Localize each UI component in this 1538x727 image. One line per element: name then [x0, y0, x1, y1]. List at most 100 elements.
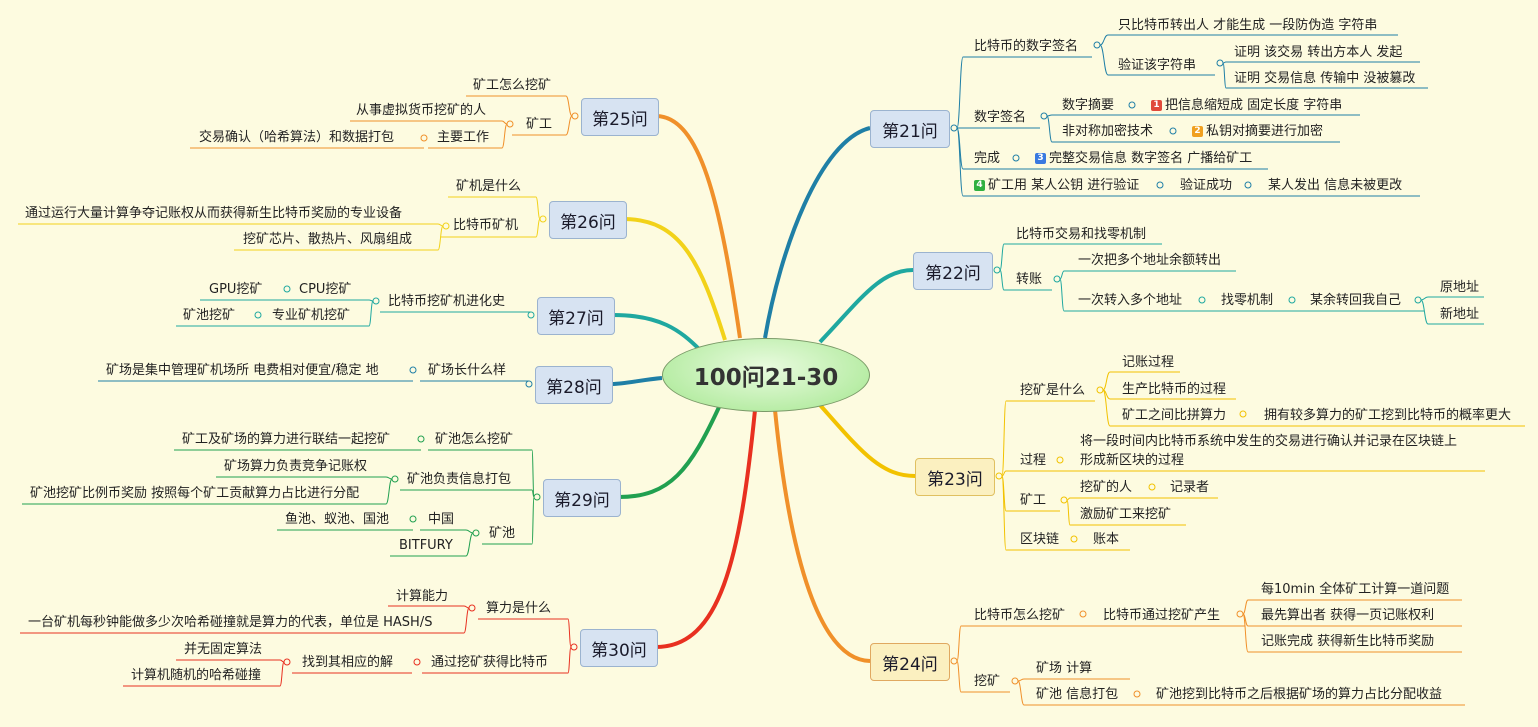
q23-b[interactable]: 过程	[1020, 453, 1047, 468]
collapse-toggle-icon[interactable]	[1056, 456, 1064, 464]
q21-verify[interactable]: 矿工用 某人公钥 进行验证	[988, 178, 1140, 193]
q30-b1[interactable]: 找到其相应的解	[302, 655, 394, 670]
q25-a[interactable]: 矿工怎么挖矿	[473, 78, 552, 93]
collapse-toggle-icon[interactable]	[571, 112, 579, 120]
collapse-toggle-icon[interactable]	[413, 658, 421, 666]
q30-b1a[interactable]: 并无固定算法	[184, 642, 263, 657]
collapse-toggle-icon[interactable]	[1079, 610, 1087, 618]
q21-verify-res[interactable]: 某人发出 信息未被更改	[1268, 178, 1403, 193]
collapse-toggle-icon[interactable]	[533, 493, 541, 501]
q24-b[interactable]: 挖矿	[974, 674, 1001, 689]
q23-c2[interactable]: 激励矿工来挖矿	[1080, 507, 1172, 522]
collapse-toggle-icon[interactable]	[1169, 127, 1177, 135]
collapse-toggle-icon[interactable]	[1053, 275, 1061, 283]
collapse-toggle-icon[interactable]	[409, 366, 417, 374]
topic-q27[interactable]: 第27问	[537, 297, 615, 335]
collapse-toggle-icon[interactable]	[570, 643, 578, 651]
q23-a1[interactable]: 记账过程	[1122, 355, 1175, 370]
collapse-toggle-icon[interactable]	[1011, 677, 1019, 685]
q22-b2a[interactable]: 找零机制	[1221, 293, 1274, 308]
q21-sig-title[interactable]: 比特币的数字签名	[974, 39, 1079, 54]
q22-a[interactable]: 比特币交易和找零机制	[1016, 227, 1147, 242]
collapse-toggle-icon[interactable]	[1236, 610, 1244, 618]
q30-a[interactable]: 算力是什么	[486, 601, 552, 616]
topic-q24[interactable]: 第24问	[870, 643, 950, 681]
q24-a1b[interactable]: 最先算出者 获得一页记账权利	[1261, 608, 1435, 623]
q23-d[interactable]: 区块链	[1020, 532, 1060, 547]
topic-q23[interactable]: 第23问	[915, 458, 995, 496]
q23-c[interactable]: 矿工	[1020, 493, 1047, 508]
q28-a1[interactable]: 矿场是集中管理矿机场所 电费相对便宜/稳定 地	[106, 363, 379, 378]
q27-a2a[interactable]: 矿池挖矿	[183, 308, 236, 323]
q30-a1[interactable]: 计算能力	[396, 589, 449, 604]
topic-q22[interactable]: 第22问	[913, 252, 993, 290]
q23-a[interactable]: 挖矿是什么	[1020, 383, 1086, 398]
q29-b2[interactable]: 矿池挖矿比例币奖励 按照每个矿工贡献算力占比进行分配	[30, 486, 360, 501]
q24-b2[interactable]: 矿池 信息打包	[1036, 687, 1119, 702]
q21-ds-b1[interactable]: 私钥对摘要进行加密	[1206, 124, 1324, 139]
collapse-toggle-icon[interactable]	[950, 124, 958, 132]
q21-sig-a[interactable]: 只比特币转出人 才能生成 一段防伪造 字符串	[1118, 18, 1378, 33]
q21-ds-a1[interactable]: 把信息缩短成 固定长度 字符串	[1165, 98, 1343, 113]
collapse-toggle-icon[interactable]	[993, 266, 1001, 274]
collapse-toggle-icon[interactable]	[1133, 690, 1141, 698]
q23-a3a[interactable]: 拥有较多算力的矿工挖到比特币的概率更大	[1264, 408, 1512, 423]
q29-c1a[interactable]: 鱼池、蚁池、国池	[285, 512, 390, 527]
q24-a1c[interactable]: 记账完成 获得新生比特币奖励	[1261, 634, 1435, 649]
q23-c1a[interactable]: 记录者	[1170, 480, 1210, 495]
collapse-toggle-icon[interactable]	[1070, 535, 1078, 543]
q23-d1[interactable]: 账本	[1093, 532, 1120, 547]
topic-q26[interactable]: 第26问	[549, 201, 627, 239]
q30-b1b[interactable]: 计算机随机的哈希碰撞	[131, 668, 262, 683]
q21-sig-b1[interactable]: 证明 该交易 转出方本人 发起	[1234, 45, 1403, 60]
topic-q28[interactable]: 第28问	[535, 366, 613, 404]
collapse-toggle-icon[interactable]	[391, 475, 399, 483]
collapse-toggle-icon[interactable]	[1239, 410, 1247, 418]
collapse-toggle-icon[interactable]	[1040, 112, 1048, 120]
topic-q25[interactable]: 第25问	[581, 98, 659, 136]
q29-b1[interactable]: 矿场算力负责竞争记账权	[224, 459, 368, 474]
collapse-toggle-icon[interactable]	[506, 120, 514, 128]
collapse-toggle-icon[interactable]	[995, 472, 1003, 480]
collapse-toggle-icon[interactable]	[1093, 41, 1101, 49]
q22-b2b[interactable]: 某余转回我自己	[1310, 293, 1402, 308]
collapse-toggle-icon[interactable]	[468, 604, 476, 612]
q22-b2c[interactable]: 原地址	[1440, 280, 1480, 295]
collapse-toggle-icon[interactable]	[1096, 386, 1104, 394]
q21-done[interactable]: 完成	[974, 151, 1001, 166]
q29-c2[interactable]: BITFURY	[399, 538, 453, 553]
collapse-toggle-icon[interactable]	[1148, 483, 1156, 491]
q26-b[interactable]: 比特币矿机	[453, 218, 519, 233]
collapse-toggle-icon[interactable]	[372, 297, 380, 305]
q21-ds-a[interactable]: 数字摘要	[1062, 98, 1115, 113]
collapse-toggle-icon[interactable]	[472, 529, 480, 537]
q23-b1-line1[interactable]: 将一段时间内比特币系统中发生的交易进行确认并记录在区块链上	[1080, 434, 1458, 449]
collapse-toggle-icon[interactable]	[420, 134, 428, 142]
collapse-toggle-icon[interactable]	[1216, 59, 1224, 67]
q22-b[interactable]: 转账	[1016, 272, 1043, 287]
collapse-toggle-icon[interactable]	[527, 311, 535, 319]
collapse-toggle-icon[interactable]	[409, 515, 417, 523]
collapse-toggle-icon[interactable]	[539, 215, 547, 223]
q22-b1[interactable]: 一次把多个地址余额转出	[1078, 253, 1222, 268]
collapse-toggle-icon[interactable]	[1012, 154, 1020, 162]
topic-q21[interactable]: 第21问	[870, 110, 950, 148]
q29-b[interactable]: 矿池负责信息打包	[407, 472, 512, 487]
collapse-toggle-icon[interactable]	[525, 380, 533, 388]
collapse-toggle-icon[interactable]	[1128, 101, 1136, 109]
collapse-toggle-icon[interactable]	[950, 657, 958, 665]
topic-q30[interactable]: 第30问	[580, 629, 658, 667]
q22-b2d[interactable]: 新地址	[1440, 307, 1480, 322]
collapse-toggle-icon[interactable]	[1198, 296, 1206, 304]
q26-b1[interactable]: 通过运行大量计算争夺记账权从而获得新生比特币奖励的专业设备	[25, 206, 403, 221]
q23-a2[interactable]: 生产比特币的过程	[1122, 382, 1227, 397]
q25-b2[interactable]: 主要工作	[437, 130, 490, 145]
q29-c1[interactable]: 中国	[428, 512, 455, 527]
central-topic[interactable]: 100问21-30	[662, 338, 870, 412]
q30-a2[interactable]: 一台矿机每秒钟能做多少次哈希碰撞就是算力的代表，单位是 HASH/S	[28, 615, 433, 630]
q25-b2a[interactable]: 交易确认（哈希算法）和数据打包	[199, 130, 395, 145]
collapse-toggle-icon[interactable]	[254, 311, 262, 319]
q21-done1[interactable]: 完整交易信息 数字签名 广播给矿工	[1049, 151, 1253, 166]
collapse-toggle-icon[interactable]	[283, 658, 291, 666]
q24-b1[interactable]: 矿场 计算	[1036, 661, 1093, 676]
